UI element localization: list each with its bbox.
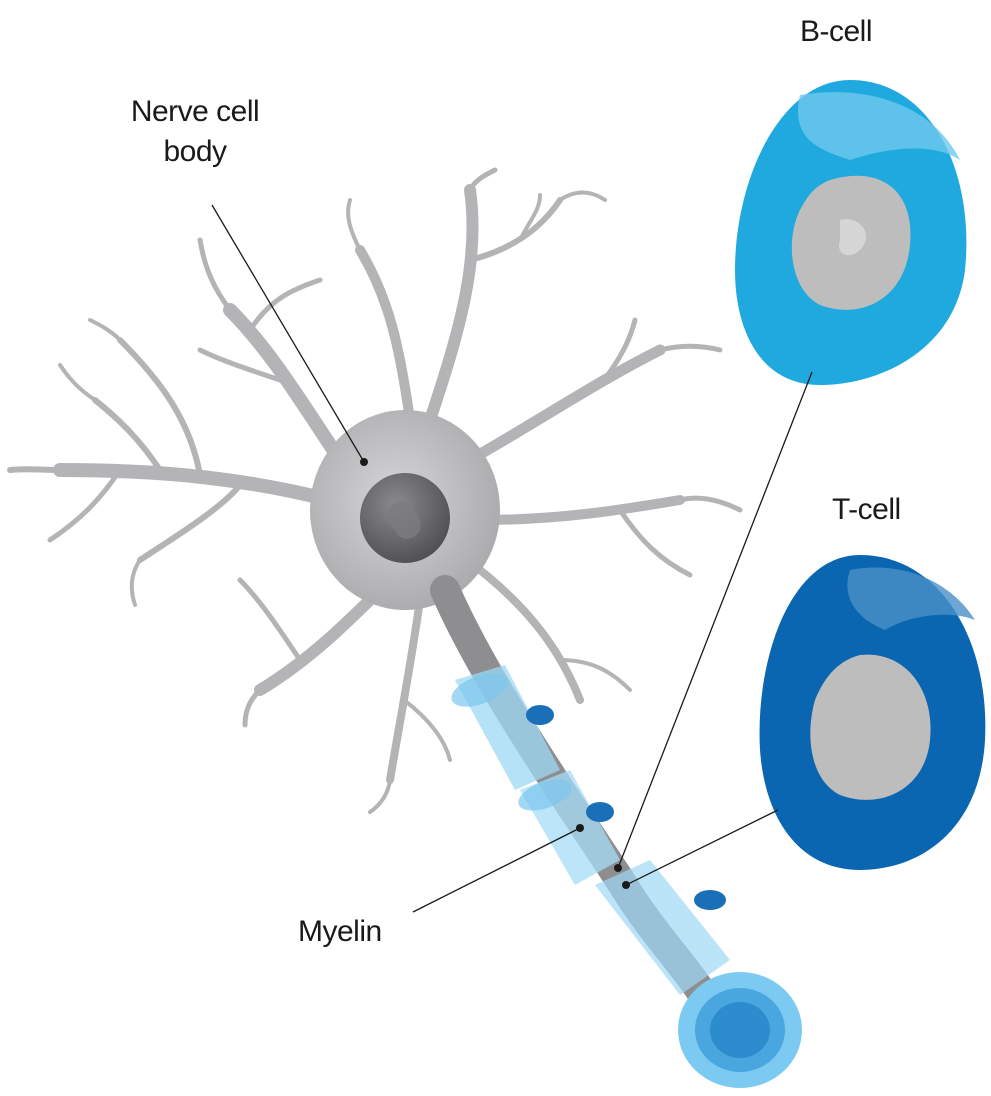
myelin-label: Myelin <box>298 912 382 952</box>
t-cell <box>760 555 986 870</box>
myelin-sheath <box>447 665 802 1088</box>
leader-lines <box>212 205 812 912</box>
t-cell-leader <box>626 810 778 885</box>
t-cell-nucleus <box>810 655 930 800</box>
nerve-cell-body-label-line2: body <box>100 132 290 172</box>
nerve-cell-body-label-line1: Nerve cell <box>100 92 290 132</box>
b-cell-label: B-cell <box>800 12 872 52</box>
nerve-cell-body-label: Nerve cell body <box>100 92 290 172</box>
b-cell <box>735 80 966 385</box>
t-cell-label: T-cell <box>832 490 901 530</box>
myelin-leader <box>413 828 580 912</box>
nerve-cell-body-leader <box>212 205 364 462</box>
